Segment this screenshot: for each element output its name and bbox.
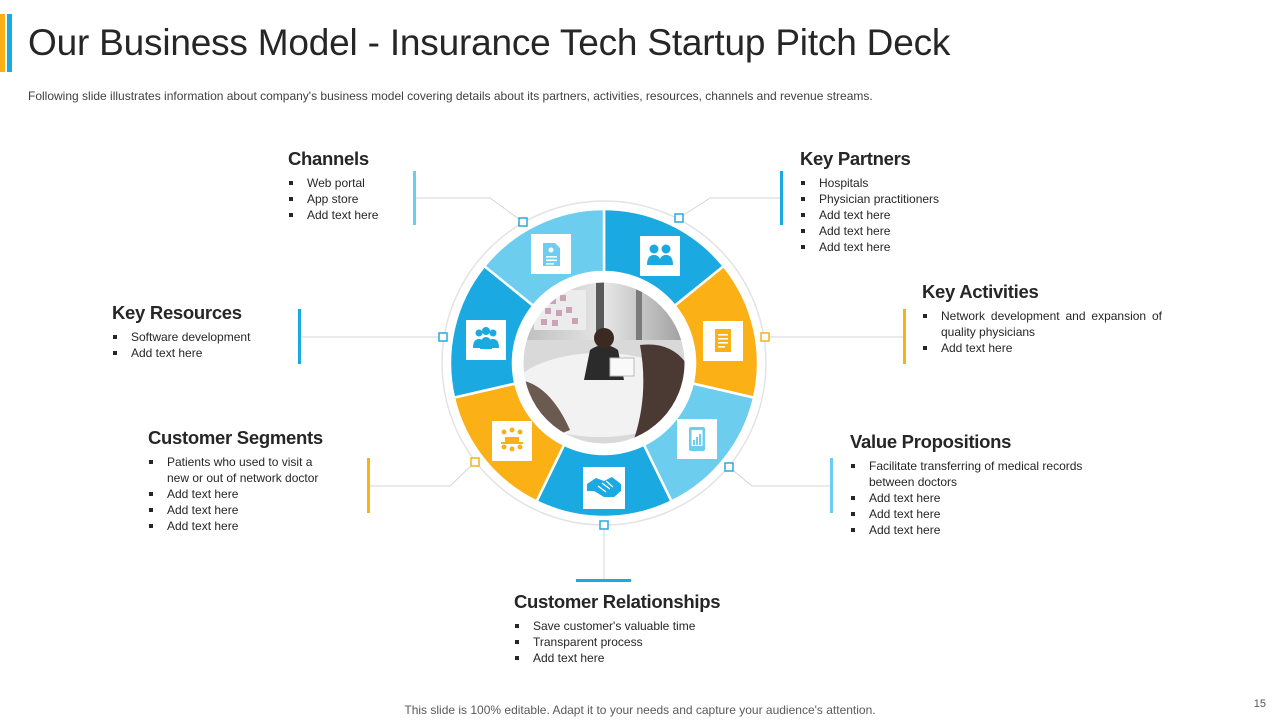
list-item: Patients who used to visit a new or out … <box>148 454 337 486</box>
list-item: Web portal <box>288 175 408 191</box>
list-item: Network development and expansion of qua… <box>922 308 1162 340</box>
customer-segments-list: Patients who used to visit a new or out … <box>148 454 348 534</box>
list-item: App store <box>288 191 408 207</box>
section-channels: Channels Web portal App store Add text h… <box>288 148 408 223</box>
channels-heading: Channels <box>288 148 408 170</box>
key-resources-accent-bar <box>298 309 301 364</box>
notes-icon <box>703 321 743 361</box>
key-activities-accent-bar <box>903 309 906 364</box>
channels-accent-bar <box>413 171 416 225</box>
section-value-propositions: Value Propositions Facilitate transferri… <box>850 431 1110 538</box>
list-item: Add text here <box>800 223 980 239</box>
footer-note: This slide is 100% editable. Adapt it to… <box>0 703 1280 717</box>
list-item: Physician practitioners <box>800 191 980 207</box>
value-propositions-accent-bar <box>830 458 833 513</box>
list-item: Add text here <box>112 345 282 361</box>
key-partners-accent-bar <box>780 171 783 225</box>
key-partners-list: Hospitals Physician practitioners Add te… <box>800 175 980 255</box>
list-item: Add text here <box>850 490 1110 506</box>
customer-relationships-heading: Customer Relationships <box>514 591 754 613</box>
list-item: Save customer's valuable time <box>514 618 754 634</box>
handshake-icon <box>583 467 625 509</box>
key-partners-heading: Key Partners <box>800 148 980 170</box>
list-item: Add text here <box>850 506 1110 522</box>
key-resources-heading: Key Resources <box>112 302 282 324</box>
section-customer-segments: Customer Segments Patients who used to v… <box>148 427 348 534</box>
list-item: Facilitate transferring of medical recor… <box>850 458 1109 490</box>
customer-segments-accent-bar <box>367 458 370 513</box>
meeting-icon <box>492 421 532 461</box>
list-item: Transparent process <box>514 634 754 650</box>
document-icon <box>531 234 571 274</box>
page-number: 15 <box>1254 698 1266 710</box>
list-item: Software development <box>112 329 282 345</box>
list-item: Add text here <box>148 502 348 518</box>
list-item: Hospitals <box>800 175 980 191</box>
team-icon <box>466 320 506 360</box>
value-propositions-heading: Value Propositions <box>850 431 1110 453</box>
list-item: Add text here <box>850 522 1110 538</box>
key-activities-heading: Key Activities <box>922 281 1162 303</box>
list-item: Add text here <box>800 207 980 223</box>
value-propositions-list: Facilitate transferring of medical recor… <box>850 458 1110 538</box>
customer-relationships-list: Save customer's valuable time Transparen… <box>514 618 754 666</box>
list-item: Add text here <box>148 518 348 534</box>
tablet-chart-icon <box>677 419 717 459</box>
customer-relationships-accent-bar <box>576 579 631 582</box>
users-icon <box>640 236 680 276</box>
section-key-activities: Key Activities Network development and e… <box>922 281 1162 356</box>
channels-list: Web portal App store Add text here <box>288 175 408 223</box>
list-item: Add text here <box>288 207 408 223</box>
section-customer-relationships: Customer Relationships Save customer's v… <box>514 591 754 666</box>
list-item: Add text here <box>922 340 1162 356</box>
section-key-resources: Key Resources Software development Add t… <box>112 302 282 361</box>
list-item: Add text here <box>148 486 348 502</box>
list-item: Add text here <box>800 239 980 255</box>
section-key-partners: Key Partners Hospitals Physician practit… <box>800 148 980 255</box>
customer-segments-heading: Customer Segments <box>148 427 348 449</box>
key-activities-list: Network development and expansion of qua… <box>922 308 1162 356</box>
list-item: Add text here <box>514 650 754 666</box>
key-resources-list: Software development Add text here <box>112 329 282 361</box>
